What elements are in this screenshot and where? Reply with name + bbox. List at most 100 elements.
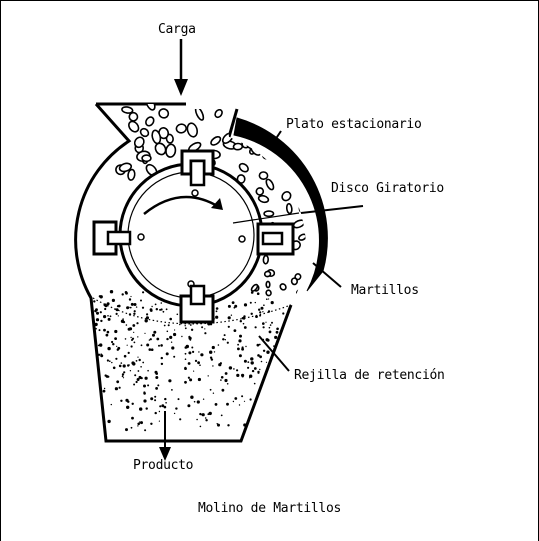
fine-particle — [128, 352, 130, 354]
fine-particle — [212, 346, 215, 349]
fine-particle — [125, 428, 128, 431]
fine-particle — [215, 316, 218, 319]
fine-particle — [107, 302, 110, 305]
fine-particle — [146, 407, 148, 409]
particle — [183, 93, 190, 104]
fine-particle — [157, 384, 159, 386]
fine-particle — [216, 310, 218, 312]
particle — [176, 124, 187, 134]
fine-particle — [103, 315, 106, 318]
fine-particle — [122, 373, 124, 375]
fine-particle — [214, 351, 215, 352]
fine-particle — [140, 300, 142, 302]
fine-particle — [220, 379, 222, 381]
product-arrow — [159, 411, 171, 461]
fine-particle — [169, 336, 172, 339]
fine-particle — [234, 305, 237, 308]
feed-arrow — [174, 39, 188, 96]
fine-particle — [251, 291, 254, 294]
fine-particle — [269, 331, 272, 334]
fine-particle — [259, 369, 260, 370]
fine-particle — [177, 314, 179, 316]
fine-particle — [191, 347, 193, 349]
fine-particle — [145, 319, 148, 322]
fine-particle — [241, 395, 243, 397]
fine-particle — [243, 423, 246, 426]
fine-particle — [274, 336, 277, 339]
fine-particle — [134, 310, 136, 312]
fine-particle — [165, 402, 167, 404]
fine-particle — [122, 318, 124, 320]
fine-particle — [276, 331, 279, 334]
fine-particle — [129, 327, 132, 330]
fine-particle — [129, 364, 130, 365]
fine-particle — [225, 339, 226, 340]
fine-particle — [244, 360, 247, 363]
fine-particle — [184, 381, 187, 384]
fine-particle — [96, 312, 99, 315]
fine-particle — [241, 374, 244, 377]
fine-particle — [194, 401, 196, 403]
fine-particle — [226, 403, 229, 406]
fine-particle — [126, 406, 129, 409]
fine-particle — [269, 327, 271, 329]
particle — [266, 290, 272, 296]
fine-particle — [237, 344, 239, 346]
fine-particle — [104, 388, 105, 389]
fine-particle — [224, 379, 227, 382]
particle — [142, 155, 151, 161]
fine-particle — [247, 367, 249, 369]
fine-particle — [151, 348, 154, 351]
particle — [263, 255, 268, 263]
fine-particle — [175, 407, 177, 409]
fine-particle — [136, 381, 138, 383]
fine-particle — [107, 331, 110, 334]
fine-particle — [250, 357, 253, 360]
fine-particle — [188, 362, 191, 365]
fine-particle — [262, 322, 265, 325]
fine-particle — [171, 389, 173, 391]
fine-particle — [208, 375, 209, 376]
fine-particle — [220, 362, 222, 364]
fine-particle — [131, 303, 134, 306]
fine-particle — [233, 368, 235, 370]
fine-particle — [160, 344, 163, 347]
fine-particle — [215, 403, 218, 406]
fine-particle — [204, 328, 205, 329]
fine-particle — [161, 357, 163, 359]
particle — [286, 203, 292, 213]
fine-particle — [161, 404, 164, 407]
fine-particle — [127, 345, 128, 346]
fine-particle — [107, 420, 110, 423]
fine-particle — [155, 304, 157, 306]
fine-particle — [147, 384, 149, 386]
fine-particle — [155, 371, 158, 374]
fine-particle — [259, 311, 261, 313]
particle — [279, 283, 287, 291]
fine-particle — [152, 334, 155, 337]
fine-particle — [114, 330, 117, 333]
fine-particle — [205, 417, 207, 419]
fine-particle — [140, 366, 142, 368]
fine-particle — [131, 427, 133, 429]
fine-particle — [192, 351, 194, 353]
fine-particle — [107, 315, 109, 317]
fine-particle — [251, 361, 254, 364]
fine-particle — [137, 357, 138, 358]
fine-particle — [166, 352, 169, 355]
fine-particle — [125, 338, 127, 340]
fine-particle — [205, 419, 207, 421]
fine-particle — [158, 345, 160, 347]
fine-particle — [146, 344, 149, 347]
fine-particle — [245, 346, 246, 347]
particle — [145, 97, 157, 111]
fine-particle — [130, 307, 132, 309]
fine-particle — [110, 315, 112, 317]
fine-particle — [254, 383, 256, 385]
fine-particle — [239, 335, 242, 338]
fine-particle — [116, 346, 117, 347]
fine-particle — [222, 338, 224, 340]
fine-particle — [222, 389, 225, 392]
fine-particle — [132, 403, 134, 405]
fine-particle — [99, 329, 101, 331]
